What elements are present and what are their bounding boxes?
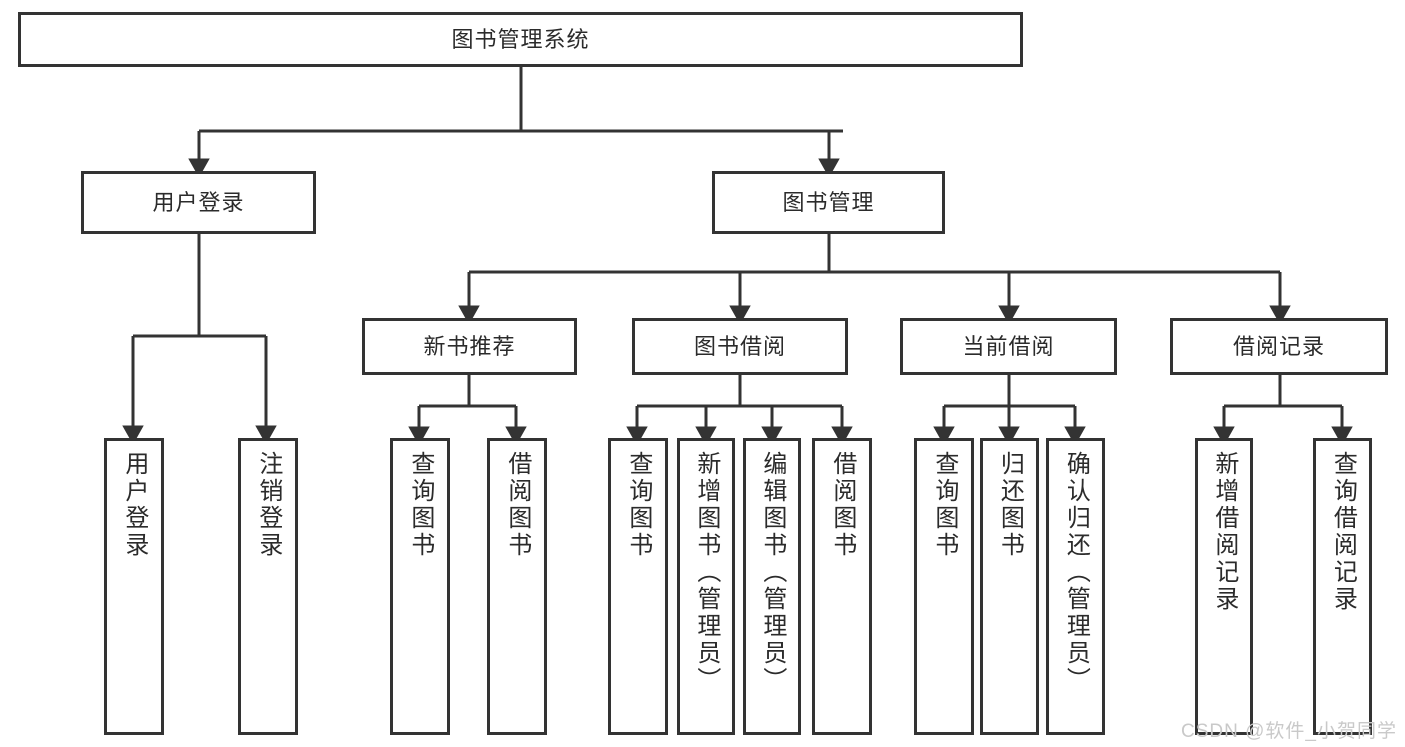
leaf-logout-login[interactable]: 注销登录: [238, 438, 298, 735]
node-label: 图书管理系统: [451, 26, 590, 52]
leaf-query-book-current[interactable]: 查询图书: [914, 438, 974, 735]
node-label: 用户登录: [120, 451, 148, 559]
node-book-borrow[interactable]: 图书借阅: [632, 318, 848, 375]
node-label: 查询图书: [406, 451, 434, 559]
node-label: 借阅图书: [503, 451, 531, 559]
leaf-edit-book-admin[interactable]: 编辑图书（管理员）: [743, 438, 801, 735]
node-label: 新书推荐: [423, 333, 516, 359]
node-borrow-record[interactable]: 借阅记录: [1170, 318, 1388, 375]
node-root-library-system[interactable]: 图书管理系统: [18, 12, 1023, 67]
node-label: 新增借阅记录: [1210, 451, 1238, 613]
node-label: 图书借阅: [693, 333, 786, 359]
node-current-borrow[interactable]: 当前借阅: [900, 318, 1117, 375]
node-label: 借阅图书: [828, 451, 856, 559]
node-label: 查询借阅记录: [1329, 451, 1357, 613]
node-label: 编辑图书（管理员）: [758, 451, 786, 694]
node-new-book-recommend[interactable]: 新书推荐: [362, 318, 577, 375]
node-label: 查询图书: [930, 451, 958, 559]
node-label: 用户登录: [152, 189, 245, 215]
leaf-add-book-admin[interactable]: 新增图书（管理员）: [677, 438, 735, 735]
node-label: 当前借阅: [962, 333, 1055, 359]
leaf-query-book-recommend[interactable]: 查询图书: [390, 438, 450, 735]
leaf-borrow-book-recommend[interactable]: 借阅图书: [487, 438, 547, 735]
node-label: 确认归还（管理员）: [1062, 451, 1090, 694]
node-book-management[interactable]: 图书管理: [712, 171, 945, 234]
leaf-query-book-borrow[interactable]: 查询图书: [608, 438, 668, 735]
leaf-user-login[interactable]: 用户登录: [104, 438, 164, 735]
leaf-borrow-book[interactable]: 借阅图书: [812, 438, 872, 735]
leaf-query-borrow-record[interactable]: 查询借阅记录: [1313, 438, 1372, 735]
node-label: 归还图书: [996, 451, 1024, 559]
node-label: 图书管理: [782, 189, 875, 215]
node-label: 注销登录: [254, 451, 282, 559]
node-label: 新增图书（管理员）: [692, 451, 720, 694]
leaf-return-book[interactable]: 归还图书: [980, 438, 1039, 735]
node-label: 查询图书: [624, 451, 652, 559]
node-user-login[interactable]: 用户登录: [81, 171, 316, 234]
node-label: 借阅记录: [1232, 333, 1325, 359]
leaf-add-borrow-record[interactable]: 新增借阅记录: [1195, 438, 1253, 735]
leaf-confirm-return-admin[interactable]: 确认归还（管理员）: [1046, 438, 1105, 735]
csdn-watermark: CSDN @软件_小贺同学: [1181, 721, 1397, 742]
